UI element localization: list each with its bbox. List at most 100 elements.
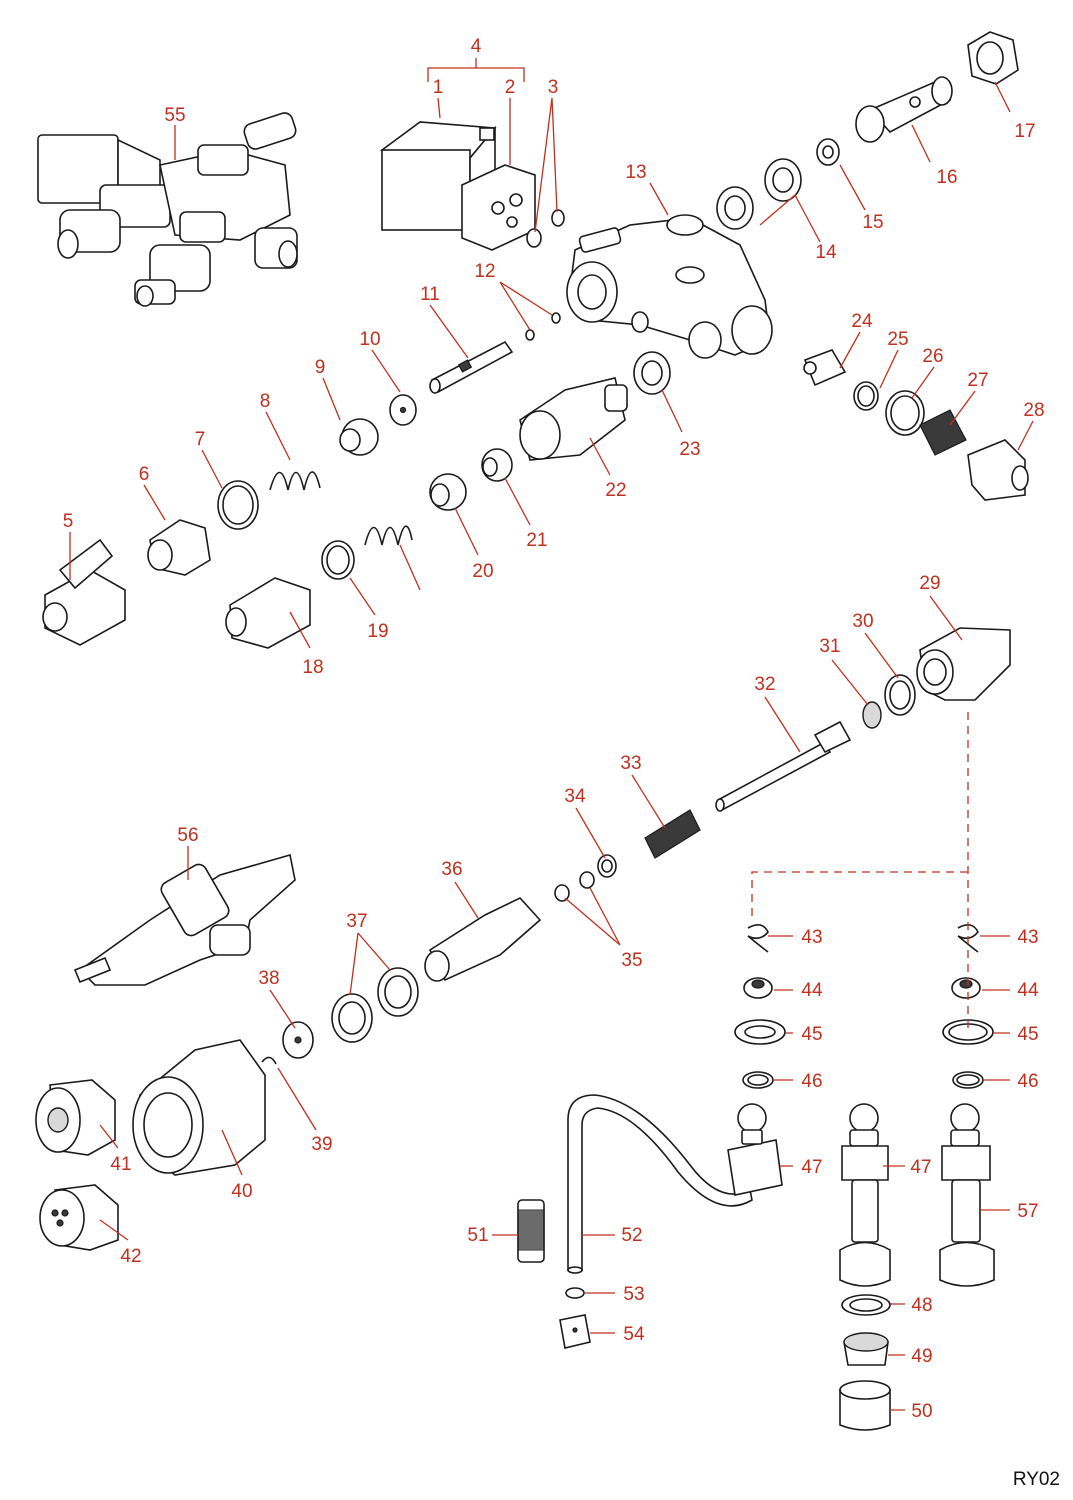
- part-52-steam-pipe: [567, 1094, 753, 1274]
- callout-27: 27: [967, 370, 988, 391]
- callout-40: 40: [231, 1181, 252, 1202]
- part-9-piston: [339, 418, 379, 456]
- callout-45-left: 45: [801, 1024, 822, 1045]
- part-50-sleeve: [839, 1380, 891, 1431]
- callout-24: 24: [851, 311, 873, 332]
- callout-37: 37: [346, 911, 367, 932]
- callout-13: 13: [625, 162, 646, 183]
- part-33-spring: [644, 809, 701, 859]
- callout-5: 5: [63, 511, 74, 532]
- part-46-o-ring-left: [742, 1071, 774, 1089]
- part-43-spring-right: [957, 924, 979, 953]
- callout-23: 23: [679, 439, 700, 460]
- part-29-elbow-fitting: [916, 627, 1011, 701]
- part-55-valve-assembly: [37, 112, 298, 307]
- callout-9: 9: [315, 357, 326, 378]
- part-40-knob: [132, 1039, 266, 1176]
- part-13-manifold-body: [566, 214, 773, 359]
- callout-44-right: 44: [1017, 980, 1039, 1001]
- part-12-o-rings: [525, 312, 561, 341]
- part-43-spring-left: [747, 924, 769, 953]
- callout-32: 32: [754, 674, 775, 695]
- callout-12: 12: [474, 261, 495, 282]
- part-47-steam-wand-left: [839, 1103, 891, 1287]
- part-8-spring-upper: [269, 471, 321, 491]
- part-42-button-cap: [39, 1184, 119, 1251]
- callout-29: 29: [919, 573, 940, 594]
- callout-41: 41: [110, 1154, 131, 1175]
- callout-labels: 1 2 3 4 5 6 7 8 9 10 11 12 13 14 15 16 1…: [63, 36, 1045, 1422]
- part-34-o-ring: [597, 854, 617, 878]
- callout-15: 15: [862, 212, 883, 233]
- callout-51: 51: [467, 1225, 488, 1246]
- callout-1: 1: [433, 77, 444, 98]
- callout-46-right: 46: [1017, 1071, 1038, 1092]
- part-48-ring: [841, 1294, 891, 1316]
- callout-56: 56: [177, 825, 198, 846]
- part-11-rod: [429, 340, 514, 394]
- part-56-steam-valve-assembly: [73, 853, 296, 986]
- part-27-spring: [919, 409, 967, 456]
- callout-42: 42: [120, 1246, 141, 1267]
- callout-18: 18: [302, 657, 323, 678]
- part-6-fitting: [147, 519, 211, 576]
- part-46-o-ring-right: [952, 1071, 984, 1089]
- part-30-gasket: [884, 674, 916, 716]
- part-35-o-rings: [554, 871, 595, 902]
- part-28-fitting: [967, 439, 1029, 501]
- callout-26: 26: [922, 346, 943, 367]
- part-39-clip: [261, 1056, 277, 1065]
- callout-48: 48: [911, 1295, 932, 1316]
- part-26-gasket: [885, 390, 925, 436]
- part-22-union-nut: [519, 377, 628, 461]
- callout-45-right: 45: [1017, 1024, 1038, 1045]
- part-23-washer: [633, 351, 671, 395]
- callout-53: 53: [623, 1284, 644, 1305]
- part-24-plug: [803, 349, 847, 387]
- callout-47-left: 47: [801, 1157, 822, 1178]
- callout-21: 21: [526, 530, 547, 551]
- part-16-valve-stem: [855, 76, 953, 143]
- part-47-ball-fitting-left: [727, 1103, 783, 1196]
- part-5-tap: [42, 538, 126, 646]
- part-19-gasket: [321, 540, 355, 580]
- part-8-spring-lower: [364, 525, 413, 546]
- callout-31: 31: [819, 636, 840, 657]
- callout-25: 25: [887, 329, 908, 350]
- callout-7: 7: [195, 429, 206, 450]
- callout-47-right: 47: [910, 1157, 931, 1178]
- part-51-spring-tip: [517, 1199, 545, 1263]
- part-32-rod: [715, 720, 852, 812]
- callout-49: 49: [911, 1346, 932, 1367]
- dashed-connection-line: [751, 871, 968, 920]
- part-45-washer-left: [734, 1019, 786, 1045]
- part-17-cap-nut: [967, 31, 1019, 85]
- part-15-seal: [816, 138, 840, 166]
- callout-38: 38: [258, 968, 279, 989]
- callout-20: 20: [472, 561, 493, 582]
- callout-30: 30: [852, 611, 873, 632]
- part-14-nuts: [716, 158, 802, 230]
- callout-39: 39: [311, 1134, 332, 1155]
- callout-35: 35: [621, 950, 642, 971]
- part-37-nuts: [331, 967, 419, 1043]
- callout-17: 17: [1014, 121, 1035, 142]
- callout-10: 10: [359, 329, 380, 350]
- part-7-gasket: [217, 480, 259, 530]
- callout-19: 19: [367, 621, 388, 642]
- part-54-nozzle: [559, 1314, 591, 1349]
- callout-34: 34: [564, 786, 586, 807]
- drawing-code: RY02: [1013, 1469, 1060, 1490]
- part-18-fitting: [225, 577, 311, 649]
- callout-36: 36: [441, 859, 462, 880]
- part-21-disc: [481, 448, 513, 482]
- callout-43-right: 43: [1017, 927, 1038, 948]
- callout-11: 11: [420, 284, 440, 305]
- part-49-filter: [843, 1332, 889, 1366]
- part-2-valve-body: [461, 164, 536, 251]
- callout-3: 3: [548, 77, 559, 98]
- part-31-mesh: [862, 701, 882, 729]
- part-44-seat-left: [743, 977, 773, 999]
- callout-50: 50: [911, 1401, 932, 1422]
- callout-4: 4: [471, 36, 482, 57]
